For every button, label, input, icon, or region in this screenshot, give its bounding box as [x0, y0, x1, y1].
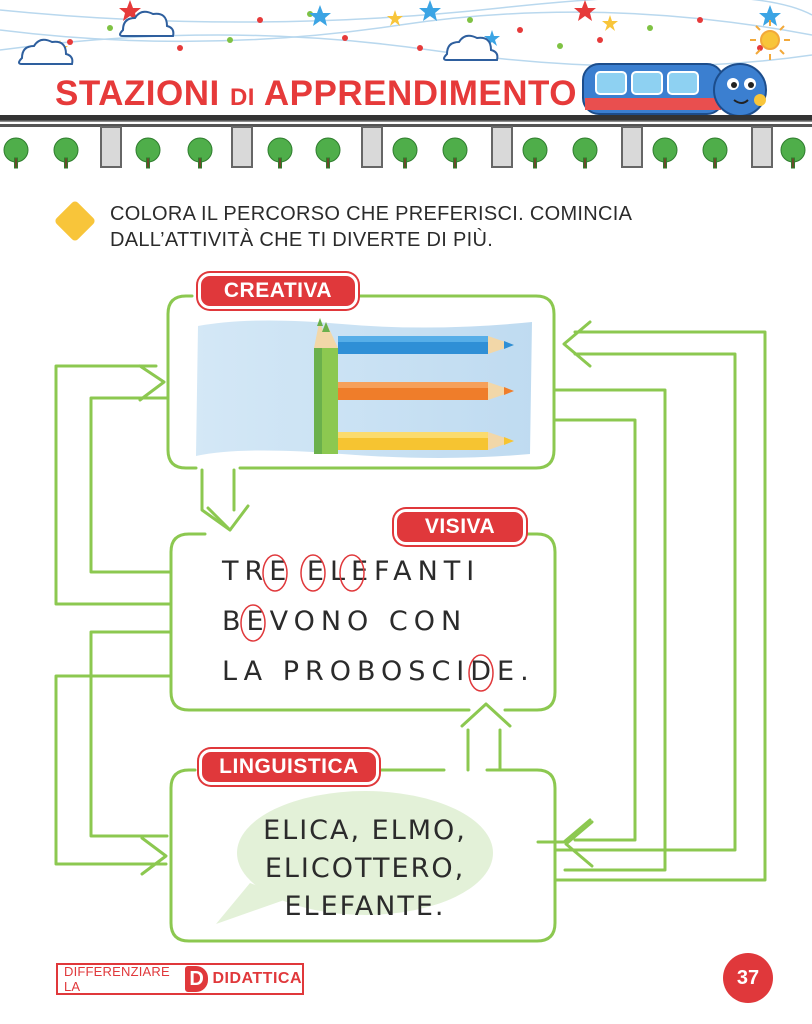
cloud-icon — [18, 10, 499, 65]
linguistic-text: ELICA, ELMO, ELICOTTERO, ELEFANTE. — [263, 815, 467, 922]
train-icon — [582, 63, 767, 117]
sun-icon — [750, 20, 790, 60]
star-icon — [309, 0, 781, 46]
label-creativa: CREATIVA — [198, 273, 358, 309]
page-title: STAZIONI DI APPRENDIMENTO — [55, 74, 578, 113]
label-linguistica: LINGUISTICA — [199, 749, 379, 785]
pencil-icon — [338, 336, 514, 354]
header-decoration — [0, 0, 812, 169]
brand-d-icon: D — [184, 966, 209, 992]
instruction-text: COLORA IL PERCORSO CHE PREFERISCI. COMIN… — [110, 203, 633, 251]
page-number: 37 — [723, 953, 773, 1003]
label-visiva: VISIVA — [394, 509, 526, 545]
pencil-illustration — [196, 318, 532, 458]
pencil-icon — [338, 382, 514, 400]
tree-icon — [3, 137, 806, 169]
pencil-icon — [314, 318, 338, 454]
visual-text-line3: LA PROBOSCIDE. — [222, 656, 535, 687]
brand-logo: DIFFERENZIARE LA D DIDATTICA — [56, 963, 304, 995]
pencil-icon — [338, 432, 514, 450]
speech-bubble-icon — [216, 791, 493, 924]
